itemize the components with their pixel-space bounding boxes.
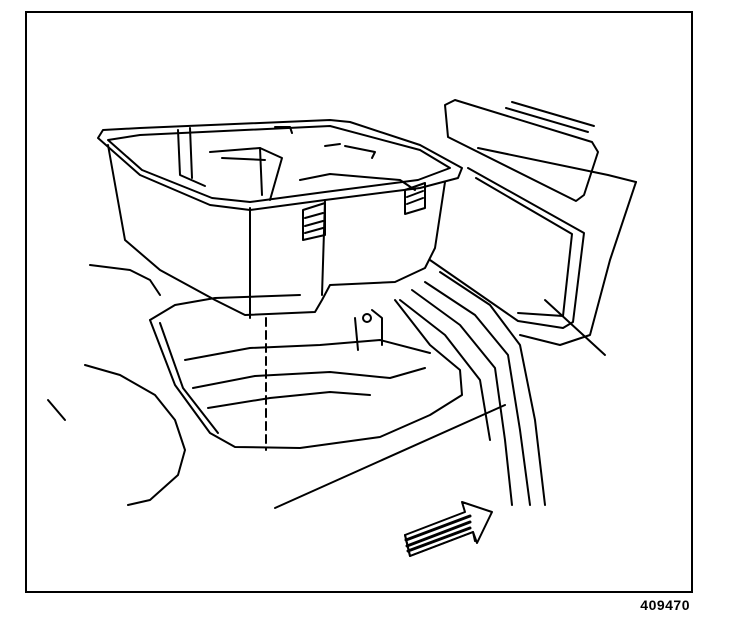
figure-frame [25, 11, 693, 593]
console-contours [48, 265, 605, 508]
arrow-icon [405, 502, 492, 556]
storage-bin [98, 120, 462, 318]
console-side-panel [430, 100, 636, 345]
console-opening [150, 295, 462, 448]
figure-number: 409470 [640, 597, 690, 613]
